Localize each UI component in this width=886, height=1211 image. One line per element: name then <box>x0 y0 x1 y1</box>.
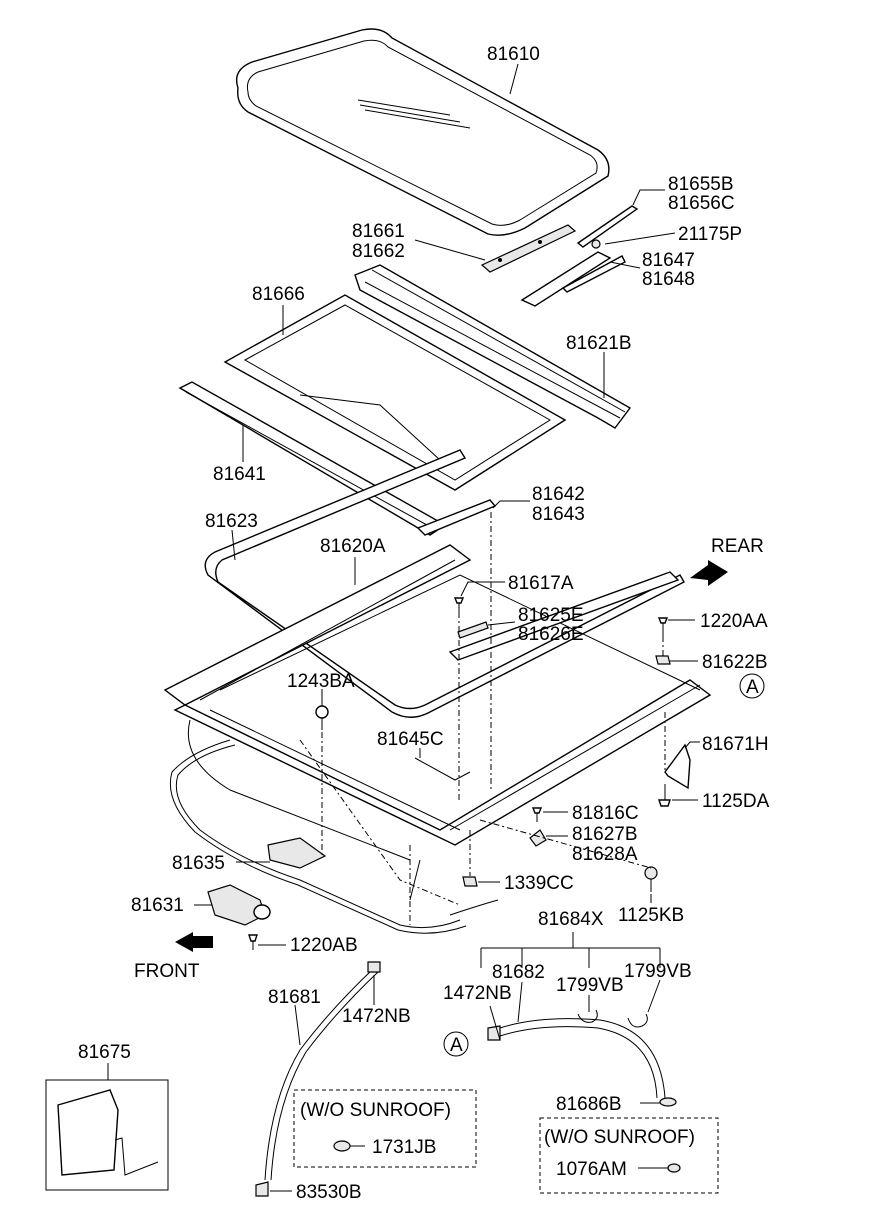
label-81621B: 81621B <box>566 333 632 354</box>
label-1799VB-2: 1799VB <box>624 961 692 982</box>
front-arrow-icon <box>175 932 213 952</box>
strip-81655B <box>576 205 639 248</box>
inset-box-81675 <box>45 1063 169 1191</box>
cap-1731JB <box>333 1140 351 1152</box>
label-81617A: 81617A <box>508 573 574 594</box>
label-81671H: 81671H <box>702 734 769 755</box>
label-21175P: 21175P <box>678 224 742 245</box>
label-81656C: 81656C <box>668 193 735 214</box>
label-81662: 81662 <box>352 241 405 262</box>
label-rear: REAR <box>711 536 764 557</box>
cable-81635 <box>169 739 499 934</box>
label-81643: 81643 <box>532 504 585 525</box>
label-81647: 81647 <box>642 250 695 271</box>
clip-21175P <box>591 239 601 249</box>
label-81686B: 81686B <box>556 1094 622 1115</box>
label-81631: 81631 <box>131 895 184 916</box>
label-1125DA: 1125DA <box>702 791 770 812</box>
label-1220AA: 1220AA <box>700 611 768 632</box>
motor-81631 <box>207 884 271 926</box>
ref-circle-a-1 <box>739 673 765 699</box>
clip-1799VB-2 <box>627 1013 648 1028</box>
bracket-81626E <box>457 621 489 639</box>
label-ref-a-1: A <box>746 677 759 698</box>
rail-81625E <box>448 571 680 661</box>
rear-arrow-icon <box>690 560 728 586</box>
label-81684X: 81684X <box>538 909 604 930</box>
label-83530B: 83530B <box>296 1182 362 1203</box>
label-81628A: 81628A <box>572 844 638 865</box>
label-81681: 81681 <box>268 987 321 1008</box>
label-81675: 81675 <box>78 1042 131 1063</box>
label-81655B: 81655B <box>668 174 734 195</box>
label-81642: 81642 <box>532 484 585 505</box>
label-81626E: 81626E <box>518 624 584 645</box>
label-wo-sunroof-1: (W/O SUNROOF) <box>300 1100 451 1121</box>
bolt-1243BA <box>315 705 329 730</box>
label-81635: 81635 <box>172 853 225 874</box>
label-81641: 81641 <box>213 464 266 485</box>
label-81610: 81610 <box>487 44 540 65</box>
bolt-1220AA <box>657 617 669 636</box>
ref-circle-a-2 <box>443 1031 469 1057</box>
label-1220AB: 1220AB <box>290 935 358 956</box>
cap-1076AM <box>667 1163 681 1173</box>
sunshade-81666 <box>223 294 567 491</box>
label-81625E: 81625E <box>518 605 584 626</box>
frame-81623 <box>204 449 685 718</box>
guide-81647 <box>520 251 626 307</box>
bracket-81684X <box>480 932 661 1023</box>
hose-81681 <box>255 961 381 1197</box>
label-81623: 81623 <box>205 511 258 532</box>
label-81645C: 81645C <box>377 729 444 750</box>
bolt-1125KB <box>644 866 658 892</box>
hose-81682 <box>487 1018 677 1107</box>
deflector-81661 <box>480 224 577 273</box>
bracket-81671H <box>664 743 691 790</box>
label-1472NB-1: 1472NB <box>443 983 512 1004</box>
label-1125KB: 1125KB <box>618 905 684 926</box>
rail-81621B <box>354 264 632 429</box>
bolt-1125DA <box>658 784 671 807</box>
label-1472NB-2: 1472NB <box>342 1006 411 1027</box>
label-1339CC: 1339CC <box>504 873 574 894</box>
label-81620A: 81620A <box>320 536 386 557</box>
nut-1339CC <box>462 876 478 887</box>
bolt-81617A <box>453 597 465 612</box>
label-wo-sunroof-2: (W/O SUNROOF) <box>544 1127 695 1148</box>
label-ref-a-2: A <box>450 1035 463 1056</box>
label-front: FRONT <box>134 961 200 982</box>
cable-81645C <box>414 757 471 781</box>
wo-sunroof-box-1 <box>293 1089 477 1168</box>
bolt-81816C <box>531 807 543 822</box>
label-1243BA: 1243BA <box>287 671 355 692</box>
label-1799VB-1: 1799VB <box>556 975 624 996</box>
leader-lines <box>194 63 700 1192</box>
label-81648: 81648 <box>642 269 695 290</box>
label-81816C: 81816C <box>572 803 639 824</box>
frame-81620A <box>163 544 712 901</box>
label-81666: 81666 <box>252 284 305 305</box>
bolt-1220AB <box>248 934 258 950</box>
label-81661: 81661 <box>352 221 405 242</box>
label-1731JB: 1731JB <box>372 1137 436 1158</box>
clip-81627B <box>529 829 547 847</box>
label-81627B: 81627B <box>572 824 638 845</box>
clip-1799VB-1 <box>577 1009 598 1023</box>
label-81622B: 81622B <box>702 652 768 673</box>
glass-panel-81610 <box>235 28 610 236</box>
label-81682: 81682 <box>492 962 545 983</box>
nut-81622B <box>655 655 671 665</box>
label-1076AM: 1076AM <box>556 1159 627 1180</box>
